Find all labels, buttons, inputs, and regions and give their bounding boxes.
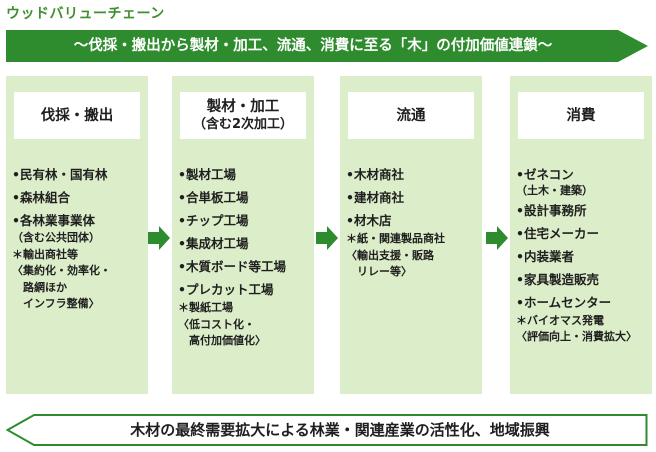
list-item: •ゼネコン [516,167,574,182]
list-item: •民有林・国有林 [12,167,108,182]
bottom-arrow-shape [6,414,648,446]
heading-text: 流通 [396,107,426,124]
note-text: 路網ほか [12,280,67,294]
list-item: •各林業事業体 [12,213,95,228]
note-text: ＊製紙工場 [178,301,233,314]
heading-text: 消費 [566,107,596,124]
top-banner-arrow: 〜伐採・搬出から製材・加工、流通、消費に至る「木」の付加価値連鎖〜 [6,30,648,62]
bottom-banner-arrow: 木材の最終需要拡大による林業・関連産業の活性化、地域振興 [6,414,648,446]
column-processing: 製材・加工 （含む2次加工） •製材工場 •合単板工場 •チップ工場 •集成材工… [172,76,314,394]
list-item: •木材商社 [346,167,404,182]
note-text: インフラ整備〉 [12,297,100,310]
diagram-title: ウッドバリューチェーン [6,6,165,22]
column-heading: 流通 [348,92,474,139]
column-harvest: 伐採・搬出 •民有林・国有林 •森林組合 •各林業事業体 （含む公共団体） ＊輸… [6,76,148,394]
item-list: •民有林・国有林 •森林組合 •各林業事業体 （含む公共団体） ＊輸出商社等 〈… [12,166,146,314]
note-text: 〈集約化・効率化・ [12,264,111,277]
banner-text: 〜伐採・搬出から製材・加工、流通、消費に至る「木」の付加価値連鎖〜 [73,38,553,54]
flow-arrow-icon [486,226,508,250]
note-text: （含む公共団体） [12,231,100,244]
column-heading: 消費 [518,92,644,139]
flow-arrow-icon [316,226,338,250]
note-text: リレー等〉 [346,265,412,278]
list-item: •内装業者 [516,248,574,264]
note-text: ＊紙・関連製品商社 [346,232,445,245]
column-heading: 製材・加工 （含む2次加工） [180,92,306,139]
item-list: •ゼネコン （土木・建築） •設計事務所 •住宅メーカー •内装業者 •家具製造… [516,166,650,347]
list-item: •住宅メーカー [516,225,599,241]
list-item: •家具製造販売 [516,271,599,287]
subheading-text: （含む2次加工） [192,116,294,132]
list-item: •木質ボード等工場 [178,259,286,274]
item-list: •木材商社 •建材商社 •材木店 ＊紙・関連製品商社 〈輸出支援・販路 リレー等… [346,166,480,282]
list-item: •設計事務所 [516,202,587,218]
note-text: ＊輸出商社等 [12,247,78,261]
list-item: •製材工場 [178,167,236,182]
note-text: 〈評価向上・消費拡大〉 [516,330,637,343]
column-distribution: 流通 •木材商社 •建材商社 •材木店 ＊紙・関連製品商社 〈輸出支援・販路 リ… [340,76,482,394]
list-item: •森林組合 [12,190,70,205]
list-item: •材木店 [346,213,392,228]
note-text: ＊バイオマス発電 [516,313,604,327]
list-item: •プレカット工場 [178,282,274,297]
bottom-text: 木材の最終需要拡大による林業・関連産業の活性化、地域振興 [130,421,550,439]
heading-text: 伐採・搬出 [40,107,114,124]
item-list: •製材工場 •合単板工場 •チップ工場 •集成材工場 •木質ボード等工場 •プレ… [178,166,312,351]
list-item: •建材商社 [346,190,404,205]
note-text: 〈輸出支援・販路 [346,248,434,262]
banner-arrow-shape [6,30,648,62]
column-consumption: 消費 •ゼネコン （土木・建築） •設計事務所 •住宅メーカー •内装業者 •家… [510,76,652,394]
column-heading: 伐採・搬出 [14,92,140,139]
note-text: （土木・建築） [516,184,593,197]
list-item: •合単板工場 [178,190,249,205]
list-item: •ホームセンター [516,294,612,310]
heading-text: 製材・加工 [206,98,280,115]
list-item: •チップ工場 [178,213,249,228]
flow-arrow-icon [148,226,170,250]
note-text: 高付加価値化〉 [178,334,266,347]
list-item: •集成材工場 [178,236,249,251]
note-text: 〈低コスト化・ [178,317,255,331]
